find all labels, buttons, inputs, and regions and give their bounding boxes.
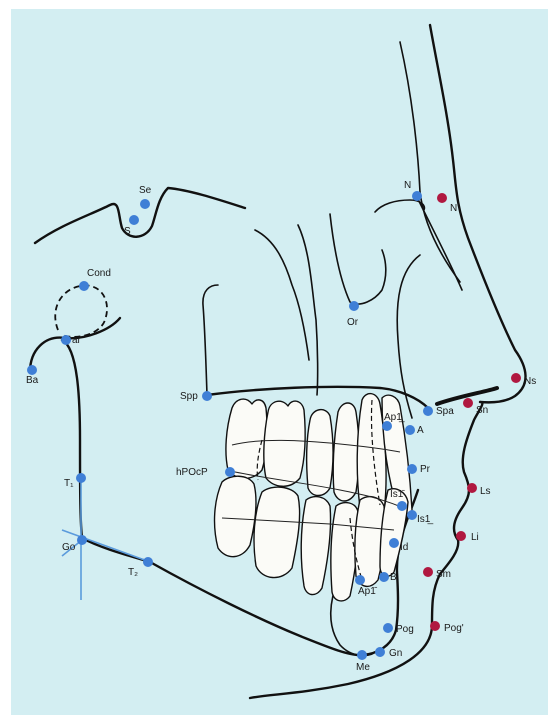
landmark-point-is1-upper (397, 501, 407, 511)
landmark-point-id (389, 538, 399, 548)
upper-premolar-1 (333, 403, 359, 501)
landmark-point-gn (375, 647, 385, 657)
landmark-point-is1-lower (407, 510, 417, 520)
landmark-point-ns (511, 373, 521, 383)
landmark-label-ls: Ls (480, 486, 491, 497)
landmark-point-b (379, 572, 389, 582)
landmark-label-pr: Pr (420, 464, 431, 475)
lower-molar-2 (215, 476, 257, 556)
landmark-label-cond: Cond (87, 268, 111, 279)
landmark-label-ap1-lower: Ap1̄ (358, 586, 378, 597)
landmark-label-pog-soft: Pog' (444, 623, 464, 634)
landmark-label-is1-upper: Is1̄ (390, 489, 405, 500)
landmark-label-t1: T₁ (64, 478, 74, 489)
landmark-label-me: Me (356, 662, 370, 673)
landmark-label-li: Li (471, 532, 479, 543)
landmark-label-hpocp: hPOcP (176, 467, 208, 478)
landmark-label-ns: Ns (524, 376, 536, 387)
landmark-point-hpocp (225, 467, 235, 477)
landmark-point-t2 (143, 557, 153, 567)
landmark-point-pog (383, 623, 393, 633)
landmark-label-a: A (417, 425, 424, 436)
landmark-point-n-soft (437, 193, 447, 203)
landmark-label-t2: T₂ (128, 567, 138, 578)
landmark-label-n-soft: N' (450, 203, 459, 214)
tracing-background (11, 9, 548, 715)
landmark-label-se: Se (139, 185, 152, 196)
landmark-point-pog-soft (430, 621, 440, 631)
landmark-point-or (349, 301, 359, 311)
landmark-label-or: Or (347, 317, 359, 328)
landmark-label-spa: Spa (436, 406, 454, 417)
landmark-point-li (456, 531, 466, 541)
upper-molar-1 (264, 401, 305, 486)
landmark-label-ap1-upper: Ap1̲ (384, 412, 405, 423)
landmark-label-go: Go (62, 542, 76, 553)
lower-molar-1 (254, 487, 300, 577)
landmark-label-sm: Sm (436, 569, 451, 580)
landmark-label-ar: ar (72, 335, 82, 346)
landmark-point-pr (407, 464, 417, 474)
landmark-point-s (129, 215, 139, 225)
landmark-point-spa (423, 406, 433, 416)
upper-premolar-2 (307, 410, 333, 496)
landmark-label-n: N (404, 180, 411, 191)
landmark-label-gn: Gn (389, 648, 402, 659)
landmark-point-sm (423, 567, 433, 577)
landmark-point-n (412, 191, 422, 201)
landmark-point-ap1-lower (355, 575, 365, 585)
landmark-point-spp (202, 391, 212, 401)
landmark-point-ls (467, 483, 477, 493)
landmark-label-sn: Sn (476, 405, 488, 416)
landmark-point-ar (61, 335, 71, 345)
landmark-point-ba (27, 365, 37, 375)
landmark-label-ba: Ba (26, 375, 39, 386)
landmark-point-me (357, 650, 367, 660)
landmark-point-go (77, 535, 87, 545)
landmark-label-spp: Spp (180, 391, 198, 402)
landmark-point-cond (79, 281, 89, 291)
landmark-label-b: B (390, 572, 397, 583)
landmark-label-id: Id (400, 542, 408, 553)
landmark-point-se (140, 199, 150, 209)
landmark-point-t1 (76, 473, 86, 483)
landmark-label-pog: Pog (396, 624, 414, 635)
landmark-label-s: S (124, 226, 131, 237)
upper-molar-2 (226, 399, 267, 478)
landmark-point-a (405, 425, 415, 435)
landmark-point-sn (463, 398, 473, 408)
